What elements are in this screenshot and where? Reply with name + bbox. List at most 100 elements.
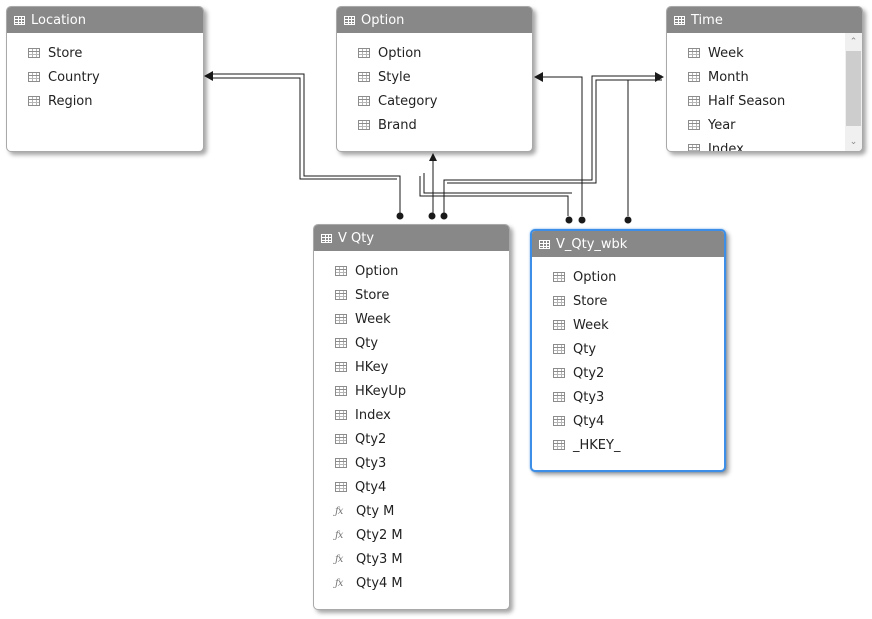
rel-option-vqtywbk[interactable] [542,76,583,216]
measure-item[interactable]: ƒx Qty4 M [314,571,509,595]
table-v-qty-wbk[interactable]: V_Qty_wbk Option Store Week Qty Qty2 Qty… [530,229,726,472]
column-icon [688,72,700,82]
field-item[interactable]: HKey [314,355,509,379]
table-header[interactable]: V Qty [314,225,509,251]
field-item[interactable]: Store [314,283,509,307]
table-header[interactable]: Option [337,7,532,33]
field-item[interactable]: Store [532,289,724,313]
table-title: Option [361,12,405,28]
table-header[interactable]: Location [7,7,203,33]
field-label: Style [378,69,411,85]
column-icon [688,120,700,130]
field-label: Option [355,263,399,279]
field-label: Store [573,293,608,309]
field-item[interactable]: Index [667,137,862,151]
column-icon [688,96,700,106]
column-icon [335,482,347,492]
field-item[interactable]: Region [7,89,203,113]
field-item[interactable]: _HKEY_ [532,433,724,457]
field-item[interactable]: Category [337,89,532,113]
table-icon [344,15,355,25]
column-icon [28,72,40,82]
column-icon [335,338,347,348]
rel-location-vqty[interactable] [212,73,401,215]
field-item[interactable]: Style [337,65,532,89]
field-item[interactable]: Month [667,65,862,89]
field-label: Region [48,93,93,109]
measure-label: Qty2 M [356,527,403,543]
column-icon [553,344,565,354]
measure-label: Qty4 M [356,575,403,591]
field-item[interactable]: Country [7,65,203,89]
rel-location-vqty-endpoint [396,212,404,220]
field-item[interactable]: Half Season [667,89,862,113]
table-title: Time [691,12,723,28]
table-header[interactable]: Time [667,7,862,33]
table-title: Location [31,12,86,28]
field-label: Index [355,407,391,423]
field-list: Option Store Week Qty Qty2 Qty3 Qty4 _HK… [532,257,724,457]
field-item[interactable]: Week [667,41,862,65]
column-icon [335,266,347,276]
field-label: Qty3 [573,389,605,405]
vertical-scrollbar[interactable]: ⌃ ⌄ [845,33,862,151]
column-icon [335,314,347,324]
table-header[interactable]: V_Qty_wbk [532,231,724,257]
scroll-up-icon[interactable]: ⌃ [849,37,858,47]
field-item[interactable]: Week [532,313,724,337]
field-item[interactable]: Brand [337,113,532,137]
field-label: Qty3 [355,455,387,471]
rel-time-vqtywbk[interactable] [627,79,657,216]
rel-location-vqtywbk[interactable] [419,173,572,216]
field-label: Country [48,69,100,85]
field-item[interactable]: Qty3 [532,385,724,409]
field-label: Week [355,311,391,327]
field-item[interactable]: Qty3 [314,451,509,475]
column-icon [28,48,40,58]
rel-option-vqty-arrow [429,153,437,161]
field-item[interactable]: Option [337,41,532,65]
field-label: Category [378,93,438,109]
table-time[interactable]: Time Week Month Half Season Year Index ⌃… [666,6,863,152]
field-label: Month [708,69,749,85]
field-list: Option Style Category Brand [337,33,532,137]
table-option[interactable]: Option Option Style Category Brand [336,6,533,152]
field-item[interactable]: Qty4 [532,409,724,433]
field-item[interactable]: Index [314,403,509,427]
table-v-qty[interactable]: V Qty Option Store Week Qty HKey HKeyUp … [313,224,510,610]
column-icon [335,434,347,444]
field-item[interactable]: Store [7,41,203,65]
table-icon [321,233,332,243]
field-item[interactable]: Option [314,259,509,283]
rel-location-vqty-arrow [204,71,213,81]
field-label: Year [708,117,736,133]
measure-icon: ƒx [335,505,343,517]
column-icon [335,458,347,468]
field-item[interactable]: Week [314,307,509,331]
field-item[interactable]: Option [532,265,724,289]
field-item[interactable]: Qty2 [532,361,724,385]
table-title: V Qty [338,230,375,246]
table-location[interactable]: Location Store Country Region [6,6,204,152]
field-item[interactable]: Qty2 [314,427,509,451]
field-item[interactable]: Qty [314,331,509,355]
rel-time-vqty-arrow [655,72,664,82]
field-list: Option Store Week Qty HKey HKeyUp Index … [314,251,509,595]
column-icon [553,368,565,378]
field-label: Brand [378,117,417,133]
rel-location-vqtywbk-endpoint [565,216,573,224]
scroll-thumb[interactable] [846,51,861,126]
column-icon [688,48,700,58]
rel-option-vqty-endpoint [428,212,436,220]
field-item[interactable]: Qty [532,337,724,361]
field-item[interactable]: HKeyUp [314,379,509,403]
field-list: Week Month Half Season Year Index [667,33,862,151]
field-item[interactable]: Qty4 [314,475,509,499]
measure-icon: ƒx [335,577,343,589]
field-item[interactable]: Year [667,113,862,137]
scroll-down-icon[interactable]: ⌄ [849,137,858,147]
